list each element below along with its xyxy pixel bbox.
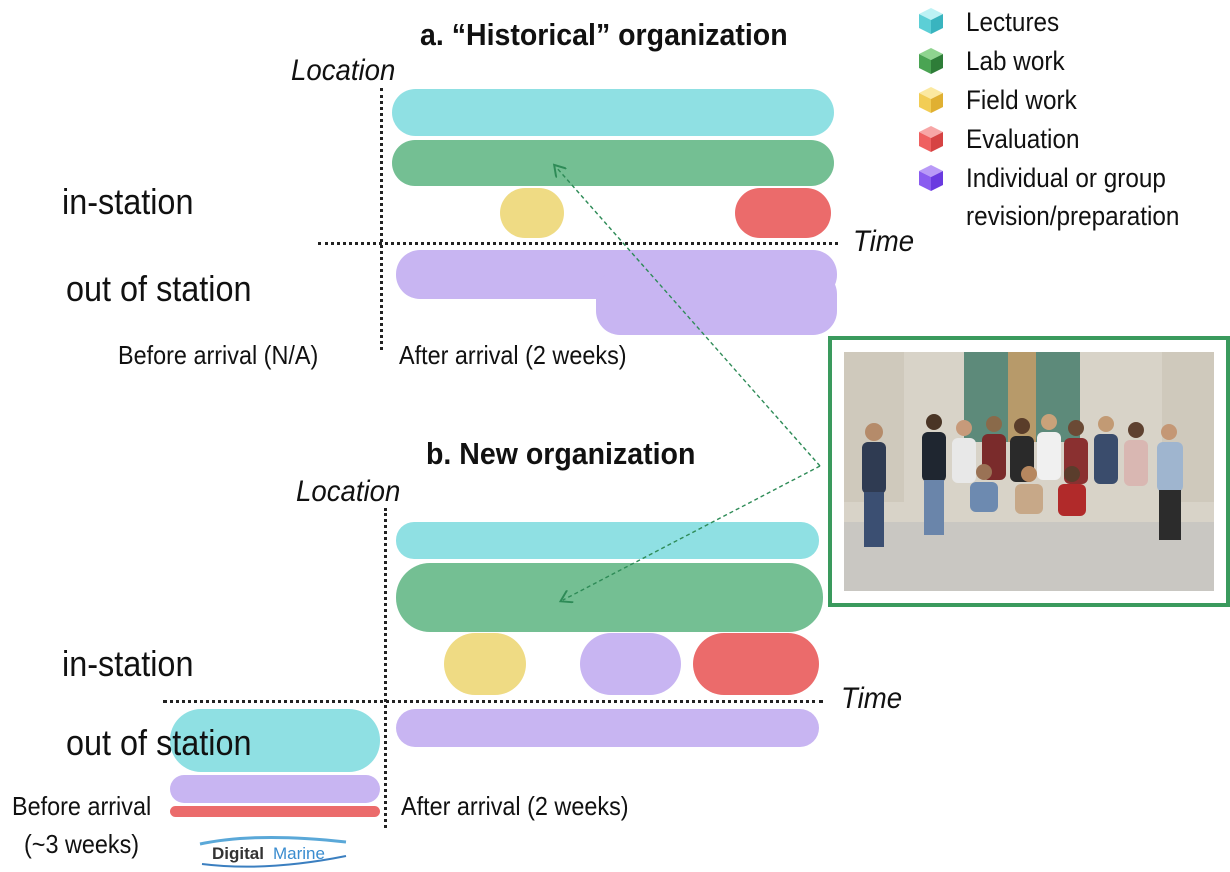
legend-label-field-work: Field work — [966, 85, 1077, 115]
panel-a-title: a. “Historical” organization — [420, 17, 788, 52]
panel-a-lab-work-bar — [392, 140, 834, 186]
arrow-to-new-lab-work — [563, 465, 821, 600]
cube-green-icon — [919, 48, 943, 74]
legend-label-revision-line1: Individual or group — [966, 163, 1166, 193]
panel-b-revision-after-bar — [396, 709, 819, 747]
panel-a-time-axis — [318, 242, 838, 245]
panel-b-lab-work-bar — [396, 563, 823, 632]
cube-yellow-icon — [919, 87, 943, 113]
logo-wave-icon — [199, 835, 347, 868]
legend-label-revision-line2: revision/preparation — [966, 201, 1180, 231]
panel-b-revision-in-station-bar — [580, 633, 681, 695]
cube-cyan-icon — [919, 8, 943, 34]
panel-b-revision-before-bar — [170, 775, 380, 803]
panel-a-out-of-station-label: out of station — [66, 268, 252, 309]
panel-b-lectures-bar — [396, 522, 819, 559]
legend-label-evaluation: Evaluation — [966, 124, 1080, 154]
panel-a-time-axis-label: Time — [853, 225, 915, 258]
panel-a-in-station-label: in-station — [62, 181, 194, 222]
panel-a-after-arrival-label: After arrival (2 weeks) — [399, 340, 627, 370]
panel-b-location-axis-label: Location — [296, 475, 401, 508]
panel-a-before-arrival-label: Before arrival (N/A) — [118, 340, 319, 370]
panel-b-title: b. New organization — [426, 436, 696, 471]
cube-red-icon — [919, 126, 943, 152]
panel-b-evaluation-bar — [693, 633, 819, 695]
cube-purple-icon — [919, 165, 943, 191]
panel-b-evaluation-before-bar — [170, 806, 380, 817]
panel-a-evaluation-bar — [735, 188, 831, 238]
panel-b-time-axis — [163, 700, 823, 703]
panel-b-after-arrival-label: After arrival (2 weeks) — [401, 791, 629, 821]
panel-a-field-work-bar — [500, 188, 564, 238]
panel-b-before-arrival-duration: (~3 weeks) — [24, 829, 140, 859]
panel-a-location-axis — [380, 88, 383, 350]
group-photo-illustration — [844, 352, 1214, 591]
digitalmarine-logo: Digital Marine — [196, 834, 356, 870]
panel-b-time-axis-label: Time — [841, 682, 903, 715]
panel-b-before-arrival-label: Before arrival — [12, 791, 152, 821]
logo-text-marine: Marine — [273, 844, 325, 863]
panel-b-lectures-before-bar — [170, 709, 380, 772]
panel-b-out-of-station-label: out of station — [66, 722, 252, 763]
panel-b-field-work-bar — [444, 633, 526, 695]
panel-a-location-axis-label: Location — [291, 54, 396, 87]
panel-a-lectures-bar — [392, 89, 834, 136]
group-photo-frame — [828, 336, 1230, 607]
panel-a-revision-bar-bottom — [596, 270, 837, 335]
logo-text-digital: Digital — [212, 844, 264, 863]
legend-label-lectures: Lectures — [966, 7, 1060, 37]
legend-label-lab-work: Lab work — [966, 46, 1065, 76]
panel-b-in-station-label: in-station — [62, 643, 194, 684]
panel-b-location-axis — [384, 508, 387, 828]
group-photo — [844, 352, 1214, 591]
arrow-to-historical-lab-work — [556, 167, 821, 467]
